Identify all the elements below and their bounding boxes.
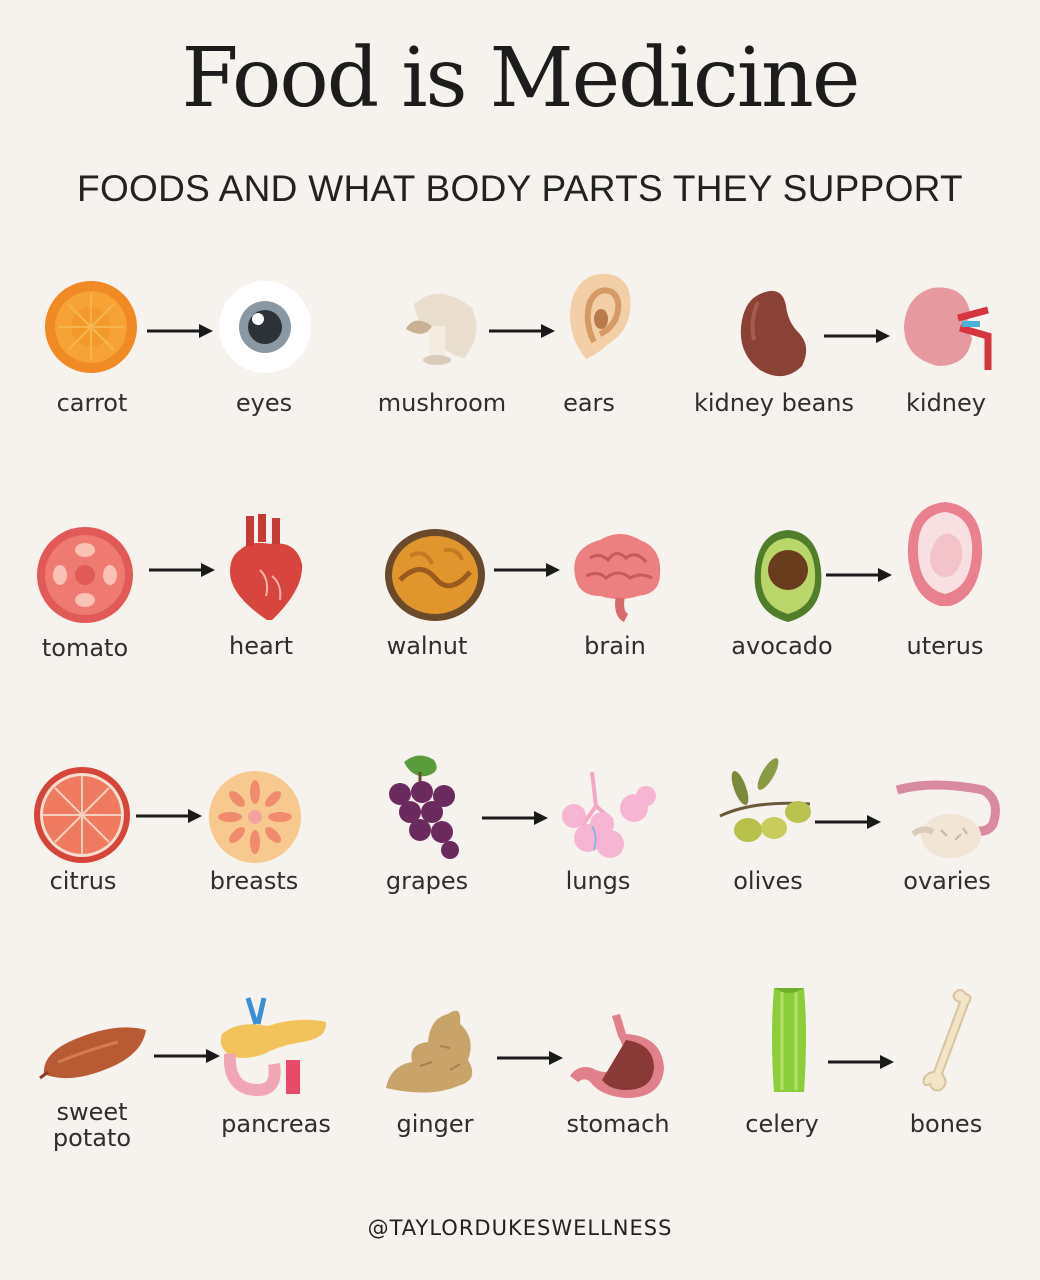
arrow-right-icon xyxy=(147,560,217,580)
body-label-eyes: eyes xyxy=(235,389,293,417)
arrow-right-icon xyxy=(487,321,557,341)
body-label-ears: ears xyxy=(563,389,615,417)
ear-icon xyxy=(546,264,656,374)
food-label-grapes: grapes xyxy=(385,867,469,895)
tomato-icon xyxy=(30,520,140,630)
body-label-ovaries: ovaries xyxy=(903,867,991,895)
walnut-icon xyxy=(380,520,490,630)
arrow-right-icon xyxy=(492,560,562,580)
food-label-citrus: citrus xyxy=(49,867,117,895)
arrow-right-icon xyxy=(824,565,894,585)
lungs-icon xyxy=(552,766,662,876)
food-label-tomato: tomato xyxy=(41,634,129,662)
pancreas-icon xyxy=(218,994,328,1104)
mushroom-icon xyxy=(384,274,494,384)
brain-icon xyxy=(560,518,670,628)
arrow-right-icon xyxy=(152,1046,222,1066)
arrow-right-icon xyxy=(145,321,215,341)
food-label-walnut: walnut xyxy=(386,632,468,660)
uterus-icon xyxy=(890,498,1000,608)
arrow-right-icon xyxy=(822,326,892,346)
grapes-icon xyxy=(370,750,480,860)
olives-icon xyxy=(714,754,824,864)
arrow-right-icon xyxy=(134,806,204,826)
arrow-right-icon xyxy=(495,1048,565,1068)
food-label-mushroom: mushroom xyxy=(377,389,507,417)
eye-icon xyxy=(210,274,320,384)
arrow-right-icon xyxy=(480,808,550,828)
stomach-icon xyxy=(566,1006,676,1116)
body-label-lungs: lungs xyxy=(565,867,631,895)
body-label-uterus: uterus xyxy=(906,632,984,660)
food-label-avocado: avocado xyxy=(731,632,833,660)
heart-icon xyxy=(210,510,320,620)
celery-icon xyxy=(734,984,844,1094)
body-label-brain: brain xyxy=(584,632,646,660)
page-subtitle: FOODS AND WHAT BODY PARTS THEY SUPPORT xyxy=(77,168,963,209)
page-title: Food is Medicine xyxy=(181,31,861,126)
carrot-icon xyxy=(36,274,146,384)
food-label-kidney-beans: kidney beans xyxy=(693,389,855,417)
arrow-right-icon xyxy=(826,1052,896,1072)
citrus-icon xyxy=(27,760,137,870)
body-label-breasts: breasts xyxy=(209,867,299,895)
food-label-sweet-potato: sweet potato xyxy=(52,1098,132,1152)
body-label-stomach: stomach xyxy=(566,1110,670,1138)
kidney-bean-icon xyxy=(720,280,830,390)
footer-handle: @TAYLORDUKESWELLNESS xyxy=(367,1216,673,1240)
body-label-pancreas: pancreas xyxy=(221,1110,331,1138)
bone-icon xyxy=(890,984,1000,1094)
body-label-kidney: kidney xyxy=(906,389,986,417)
body-label-bones: bones xyxy=(909,1110,983,1138)
ovary-icon xyxy=(893,770,1003,880)
avocado-icon xyxy=(733,522,843,632)
sweet-potato-icon xyxy=(38,1000,148,1110)
food-label-carrot: carrot xyxy=(56,389,128,417)
food-label-ginger: ginger xyxy=(396,1110,474,1138)
kidney-icon xyxy=(892,274,1002,384)
breast-tissue-icon xyxy=(200,762,310,872)
food-label-celery: celery xyxy=(745,1110,819,1138)
body-label-heart: heart xyxy=(229,632,293,660)
food-label-olives: olives xyxy=(733,867,803,895)
ginger-icon xyxy=(380,996,490,1106)
arrow-right-icon xyxy=(813,812,883,832)
